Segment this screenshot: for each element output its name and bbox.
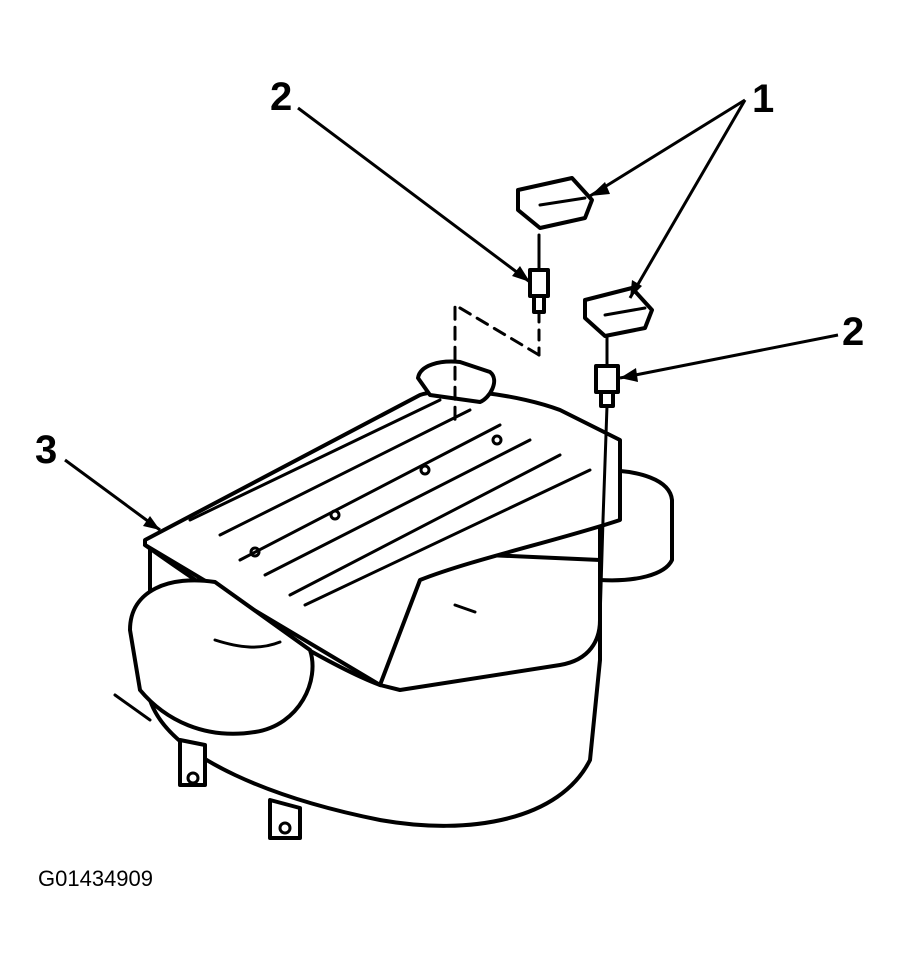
callout-3: 3 (35, 428, 57, 472)
callout-2-left: 2 (270, 75, 292, 119)
sensor-left (453, 233, 550, 422)
leader-lines (64, 98, 839, 532)
air-cleaner-housing (113, 359, 674, 840)
sensor-right (594, 323, 620, 622)
figure-id: G01434909 (38, 866, 153, 891)
callout-2-right: 2 (842, 310, 864, 354)
callout-1: 1 (752, 77, 774, 121)
connector-upper (516, 176, 594, 230)
connector-lower (583, 286, 654, 338)
